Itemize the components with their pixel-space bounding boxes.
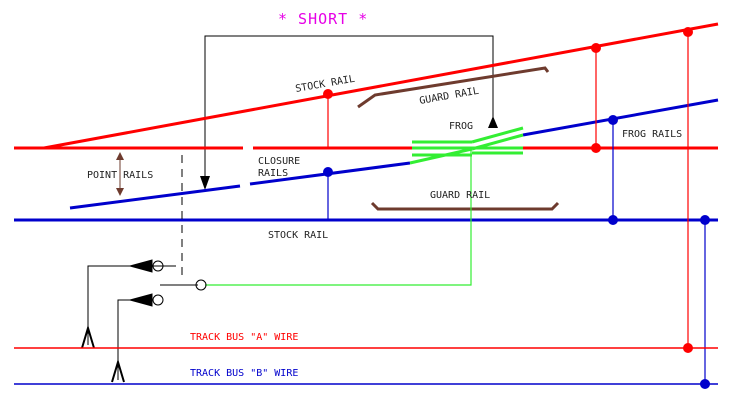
short-path [200, 35, 498, 190]
label-closure-rails-1: CLOSURE [258, 156, 300, 167]
frog-rail-blue [522, 98, 719, 137]
short-title: * SHORT * [278, 10, 368, 28]
guard-rail-top [357, 66, 550, 109]
label-frog-rails: FROG RAILS [622, 129, 682, 140]
label-guard-rail-top: GUARD RAIL [419, 86, 480, 107]
point-rail-blue [69, 184, 241, 210]
point-rails-arrow [116, 152, 124, 196]
label-track-bus-a: TRACK BUS "A" WIRE [190, 332, 298, 343]
switch-contacts [81, 259, 207, 383]
junction-dots [323, 27, 710, 389]
label-track-bus-b: TRACK BUS "B" WIRE [190, 368, 298, 379]
stock-rail-top-red [43, 22, 719, 150]
label-frog: FROG [449, 121, 473, 132]
label-guard-rail-bottom: GUARD RAIL [430, 190, 490, 201]
frog [409, 126, 524, 165]
label-point-rails: POINT RAILS [87, 170, 153, 181]
feeders [205, 32, 706, 384]
guard-rail-bottom [370, 201, 560, 211]
label-closure-rails-2: RAILS [258, 168, 288, 179]
label-stock-rail-bottom: STOCK RAIL [268, 230, 328, 241]
